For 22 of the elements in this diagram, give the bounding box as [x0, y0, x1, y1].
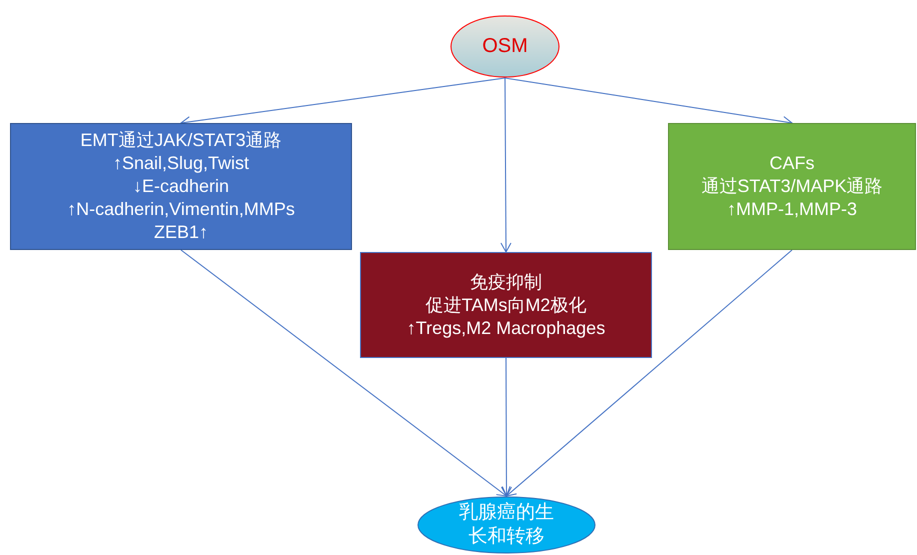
end-ellipse [417, 496, 596, 554]
node-text: ↑MMP-1,MMP-3 [727, 198, 857, 221]
node-text: 免疫抑制 [470, 270, 542, 294]
arrow [506, 250, 792, 496]
node-text: ↑N-cadherin,Vimentin,MMPs [67, 198, 295, 221]
node-text: 通过STAT3/MAPK通路 [701, 175, 883, 198]
node-text: ↑Snail,Slug,Twist [112, 152, 250, 175]
node-text: 促进TAMs向M2极化 [426, 294, 586, 316]
process-box [360, 252, 652, 358]
start-ellipse [450, 15, 560, 78]
process-box [10, 123, 352, 250]
arrow [500, 78, 512, 252]
process-box [668, 123, 916, 250]
node-text: 乳腺癌的生长和转移 [458, 501, 555, 549]
node-text: ↓E-cadherin [132, 175, 230, 198]
node-text: CAFs [770, 152, 814, 175]
node-text: OSM [482, 35, 528, 58]
node-text: EMT通过JAK/STAT3通路 [80, 129, 282, 152]
node-text: ZEB1↑ [154, 221, 208, 244]
arrow [500, 358, 512, 496]
node-text: ↑Tregs,M2 Macrophages [406, 316, 606, 340]
arrow [180, 250, 507, 496]
